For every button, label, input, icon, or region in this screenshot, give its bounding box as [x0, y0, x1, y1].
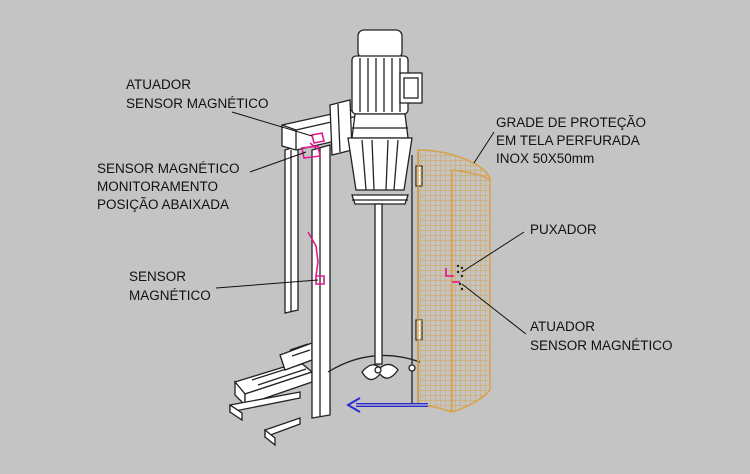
leader-actuator-guard [461, 283, 527, 335]
bearing-housing [347, 137, 413, 205]
label-actuator-top: ATUADOR SENSOR MAGNÉTICO [126, 77, 269, 111]
svg-text:MONITORAMENTO: MONITORAMENTO [97, 179, 218, 194]
svg-text:ATUADOR: ATUADOR [530, 319, 595, 334]
direction-arrow [346, 397, 428, 413]
svg-text:SENSOR MAGNÉTICO: SENSOR MAGNÉTICO [530, 338, 673, 353]
leader-guard [473, 131, 495, 164]
sensor-actuator-top [301, 132, 325, 159]
svg-text:SENSOR MAGNÉTICO: SENSOR MAGNÉTICO [97, 161, 240, 176]
leader-sensor-monitor [249, 151, 307, 173]
svg-text:POSIÇÃO ABAIXADA: POSIÇÃO ABAIXADA [97, 197, 229, 212]
label-handle: PUXADOR [530, 222, 597, 237]
leader-lines [215, 111, 527, 335]
svg-text:SENSOR: SENSOR [129, 269, 186, 284]
base-frame [229, 342, 314, 447]
svg-text:ATUADOR: ATUADOR [126, 77, 191, 92]
label-guard: GRADE DE PROTEÇÃO EM TELA PERFURADA INOX… [496, 115, 646, 166]
handle-dots [456, 264, 464, 291]
svg-text:PUXADOR: PUXADOR [530, 222, 597, 237]
svg-text:MAGNÉTICO: MAGNÉTICO [129, 288, 211, 303]
main-column [311, 144, 331, 419]
top-arm [281, 99, 363, 156]
svg-text:INOX 50X50mm: INOX 50X50mm [496, 151, 594, 166]
magnetic-sensors [301, 132, 460, 285]
label-sensor-monitor: SENSOR MAGNÉTICO MONITORAMENTO POSIÇÃO A… [97, 161, 240, 212]
leader-sensor-column [215, 279, 319, 289]
leader-actuator-top [231, 111, 313, 137]
motor [351, 29, 423, 139]
sensor-handle [445, 268, 460, 283]
svg-text:SENSOR MAGNÉTICO: SENSOR MAGNÉTICO [126, 96, 269, 111]
mesh-guard [417, 149, 491, 413]
leader-handle [461, 231, 525, 273]
label-sensor-column: SENSOR MAGNÉTICO [129, 269, 211, 303]
sensor-column [307, 231, 325, 285]
svg-text:GRADE DE PROTEÇÃO: GRADE DE PROTEÇÃO [496, 115, 646, 130]
agitator-shaft [361, 203, 416, 381]
rear-column [284, 145, 299, 314]
label-actuator-guard: ATUADOR SENSOR MAGNÉTICO [530, 319, 673, 353]
svg-text:EM TELA PERFURADA: EM TELA PERFURADA [496, 133, 640, 148]
